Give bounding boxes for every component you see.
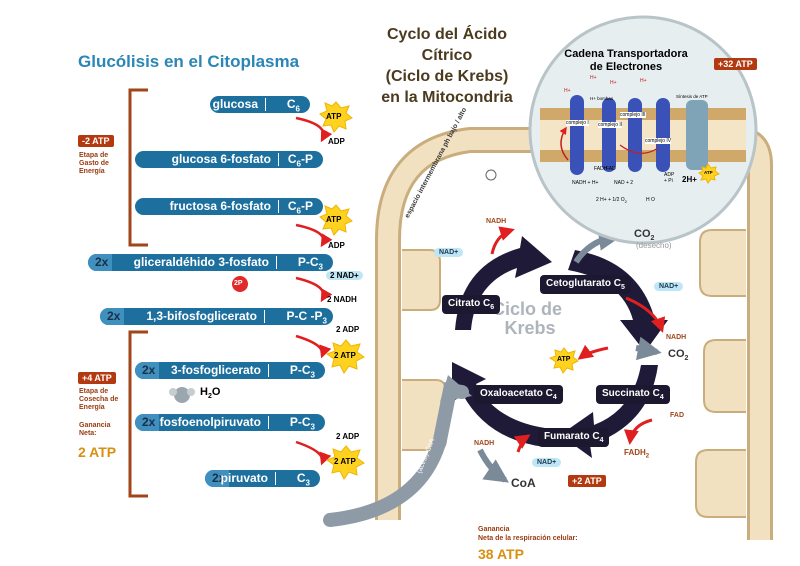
two-phosphate-label: 2P: [234, 280, 243, 287]
krebs-oxaloacetato: Oxaloacetato C4: [474, 385, 563, 404]
water-label: H2O: [200, 386, 221, 401]
investment-bracket: [128, 88, 148, 247]
mitochondria-title: Cyclo del Ácido Cítrico (Ciclo de Krebs)…: [381, 26, 513, 106]
etc-adp-pi-label: ADP + Pi: [664, 172, 675, 184]
nadh-label-3: NADH: [474, 440, 495, 447]
coa-label: CoA: [511, 476, 536, 490]
h-plus-3: H+: [640, 78, 647, 84]
etc-fadh-label: FADH: [594, 166, 608, 172]
adp-label-2: ADP: [328, 241, 345, 250]
fadh2-label: FADH2: [624, 448, 650, 460]
co2-top-label: CO2: [634, 228, 655, 243]
etc-2h-label: 2H+: [682, 175, 697, 184]
two-nadh-label: 2 NADH: [327, 295, 357, 304]
molecule-fosfoenolpiruvato: 2x fosfoenolpiruvato P-C3: [135, 414, 325, 431]
glycolysis-net-value: 2 ATP: [78, 444, 117, 460]
etc-atp-badge: +32 ATP: [714, 58, 757, 70]
molecule-glucosa: glucosa C6: [210, 96, 310, 113]
etc-nad2-label: NAD + 2: [614, 180, 634, 186]
krebs-succinato: Succinato C4: [596, 385, 670, 404]
investment-atp-badge: -2 ATP: [78, 135, 114, 147]
glycolysis-title: Glucólisis en el Citoplasma: [78, 52, 300, 71]
complejo-iv-label: complejo IV: [645, 138, 672, 144]
net-summary-label: Ganancia Neta de la respiración celular:: [478, 526, 578, 542]
harvest-atp-badge: +4 ATP: [78, 372, 116, 384]
harvest-bracket: [128, 330, 148, 498]
molecule-glucosa-6-fosfato: glucosa 6-fosfato C6-P: [135, 151, 323, 168]
krebs-citrato: Citrato C6: [442, 295, 501, 314]
net-summary-value: 38 ATP: [478, 546, 524, 562]
molecule-3-fosfoglicerato: 2x 3-fosfoglicerato P-C3: [135, 362, 325, 379]
molecule-fructosa-6-fosfato: fructosa 6-fosfato C6-P: [135, 198, 323, 215]
two-atp-label-2: 2 ATP: [334, 457, 356, 466]
cristae-right: [699, 229, 746, 297]
complejo-ii-label: complejo II: [598, 122, 623, 128]
net-gain-label: Ganancia Neta:: [79, 422, 111, 437]
molecule-gliceraldehido-3-fosfato: 2x gliceraldéhido 3-fosfato P-C3: [88, 254, 333, 271]
etc-fad-label: FAD: [606, 166, 616, 172]
harvest-phase-label: Etapa de Cosecha de Energía: [79, 388, 119, 411]
krebs-atp-label: ATP: [557, 356, 571, 363]
atp-label-1: ATP: [326, 112, 342, 121]
krebs-center-label: Ciclo de Krebs: [492, 299, 563, 338]
two-atp-label-1: 2 ATP: [334, 351, 356, 360]
etc-atp-label: ATP: [704, 170, 713, 175]
molecule-13-bifosfoglicerato: 2x 1,3-bifosfoglicerato P-C -P3: [100, 308, 333, 325]
etc-title: Cadena Transportadora de Electrones: [564, 48, 688, 73]
nad-pill-2: NAD+: [654, 282, 684, 291]
cristae-left: [402, 249, 441, 311]
sintesis-label: Síntesis de ATP: [676, 94, 708, 99]
nadh-label-2: NADH: [666, 334, 687, 341]
two-nad-label: 2 NAD+: [326, 271, 363, 280]
two-adp-label-2: 2 ADP: [336, 432, 360, 441]
etc-equation: 2 H+ + 1/2 O2: [596, 197, 627, 204]
co2-right-label: CO2: [668, 348, 689, 363]
h-plus-4: H+: [564, 88, 571, 94]
molecule-piruvato: 2x piruvato C3: [205, 470, 320, 487]
fad-label: FAD: [670, 412, 684, 419]
complejo-iii-label: complejo III: [620, 112, 646, 118]
krebs-cycle-ring: [452, 236, 668, 458]
two-adp-label-1: 2 ADP: [336, 325, 360, 334]
h-plus-1: H+: [590, 75, 597, 81]
adp-label-1: ADP: [328, 137, 345, 146]
h-plus-2: H+: [610, 80, 617, 86]
investment-phase-label: Etapa de Gasto de Energía: [79, 152, 109, 175]
complejo-i-label: complejo I: [566, 120, 589, 126]
atp-label-2: ATP: [326, 215, 342, 224]
h-bombas-label: H+ bombas: [590, 96, 614, 101]
krebs-atp-badge: +2 ATP: [568, 475, 606, 487]
nadh-label-1: NADH: [486, 218, 507, 225]
krebs-cetoglutarato: Cetoglutarato C5: [540, 275, 631, 294]
krebs-fumarato: Fumarato C4: [538, 428, 610, 447]
etc-nadh-h-label: NADH + H+: [572, 180, 599, 186]
nad-pill-1: NAD+: [434, 248, 464, 257]
nad-pill-3: NAD+: [532, 458, 562, 467]
etc-h2o-label: H O: [646, 197, 655, 203]
acetyl-coa-arrow: [323, 381, 469, 527]
desecho-label: (desecho): [636, 241, 672, 250]
